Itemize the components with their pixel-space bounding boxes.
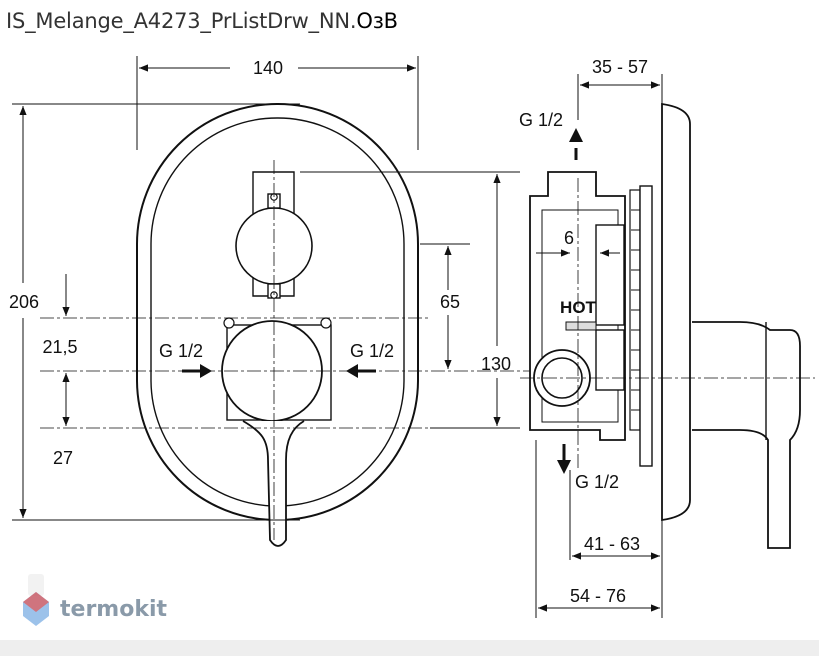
width-dimension: 140 [253,58,283,78]
wall-depth-dimension: 6 [564,228,574,248]
footer-band [0,640,819,656]
technical-drawing: 140 206 21,5 27 65 G 1/2 G 1/2 HOT [9,56,815,618]
termokit-logo-icon [23,574,49,626]
outlet-arrows [557,128,583,474]
left-inlet-label: G 1/2 [159,341,203,361]
side-lever [692,321,801,549]
front-centerlines [40,160,560,540]
lever-handle [242,420,305,547]
side-centerlines [520,178,815,470]
spindle-gap-dimension: 65 [440,292,460,312]
front-view [136,103,419,547]
lower-depth-dimension: 41 - 63 [584,534,640,554]
front-dimension-lines [12,56,470,521]
lower-spacing-dimension: 27 [53,448,73,468]
drawing-title: IS_Melange_A4273_PrListDrw_NN.OзB [6,9,398,33]
depth-overall-dimension: 130 [481,354,511,374]
top-outlet-label: G 1/2 [519,110,563,130]
height-dimension: 206 [9,292,39,312]
drawing-filename: IS_Melange_A4273_PrListDrw_NN. [6,9,357,33]
side-dimension-lines [300,74,663,618]
bottom-outlet-label: G 1/2 [575,472,619,492]
side-cover-plate [661,102,691,522]
total-depth-dimension: 54 - 76 [570,586,626,606]
brand-name: termokit [60,597,168,622]
right-inlet-label: G 1/2 [350,341,394,361]
inlet-arrows [182,364,376,378]
drawing-file-ext: OзB [356,9,398,33]
upper-spacing-dimension: 21,5 [42,337,77,357]
hot-label: HOT [560,298,597,317]
top-depth-dimension: 35 - 57 [592,57,648,77]
